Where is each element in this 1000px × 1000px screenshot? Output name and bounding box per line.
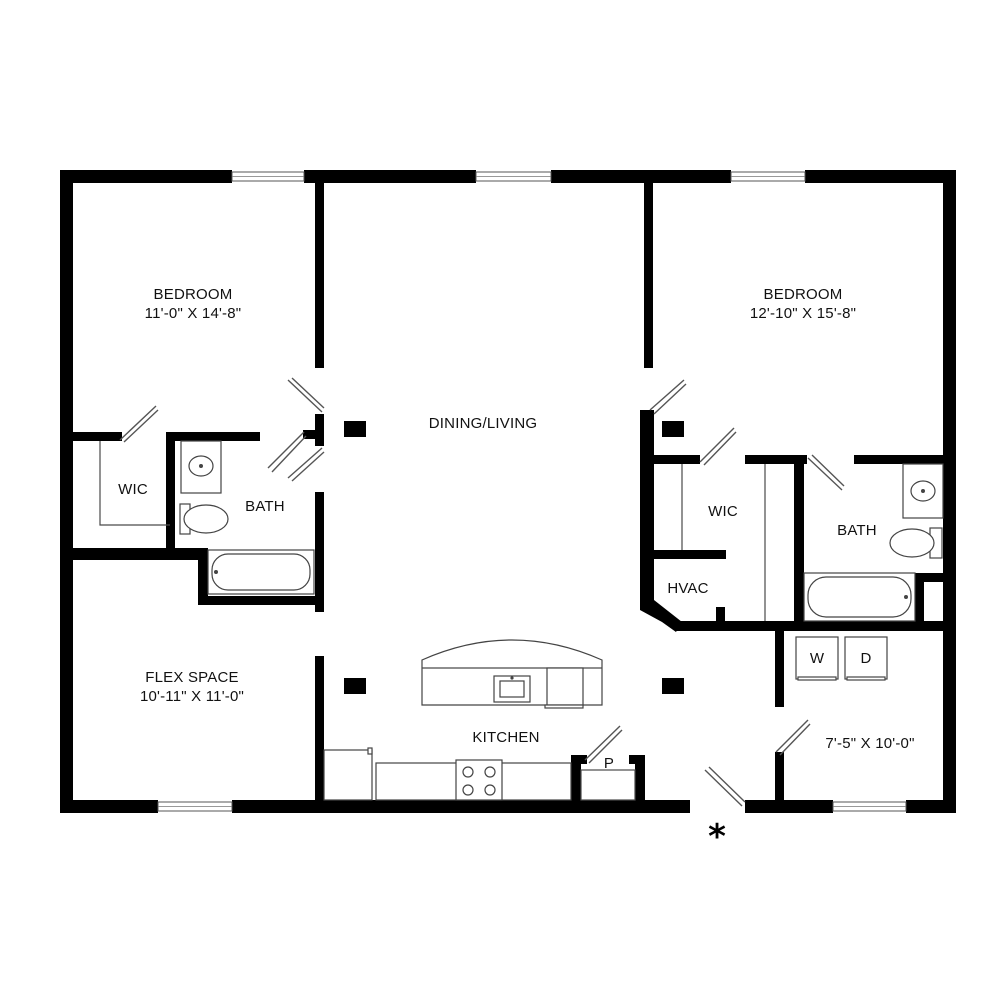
interior-walls xyxy=(70,180,954,804)
wic-right-name: WIC xyxy=(708,503,738,520)
bedroom-left-size: 11'-0" X 14'-8" xyxy=(145,305,242,322)
bedroom-left-name: BEDROOM xyxy=(154,286,233,303)
kitchen-name: KITCHEN xyxy=(472,729,539,746)
columns xyxy=(344,421,684,694)
entry-marker: * xyxy=(708,817,726,857)
flex-space-name: FLEX SPACE xyxy=(145,669,238,686)
windows xyxy=(157,171,907,812)
hvac-name: HVAC xyxy=(667,580,708,597)
closet-lines xyxy=(99,441,766,801)
exterior-walls xyxy=(60,170,956,813)
bath-left-name: BATH xyxy=(245,498,285,515)
laundry-room-size: 7'-5" X 10'-0" xyxy=(825,735,914,752)
dryer-label: D xyxy=(860,650,871,667)
dining-living-name: DINING/LIVING xyxy=(429,415,537,432)
wic-left-name: WIC xyxy=(118,481,148,498)
washer-label: W xyxy=(810,650,825,667)
flex-space-size: 10'-11" X 11'-0" xyxy=(140,688,244,705)
bedroom-right-size: 12'-10" X 15'-8" xyxy=(750,305,856,322)
left-bath-fixtures xyxy=(179,440,315,595)
pantry-name: P xyxy=(604,755,614,772)
bath-right-name: BATH xyxy=(837,522,877,539)
kitchen-fixtures xyxy=(323,639,603,801)
bedroom-right-name: BEDROOM xyxy=(764,286,843,303)
right-bath-fixtures xyxy=(803,463,944,622)
doors xyxy=(119,377,845,807)
laundry-fixtures xyxy=(795,636,888,681)
